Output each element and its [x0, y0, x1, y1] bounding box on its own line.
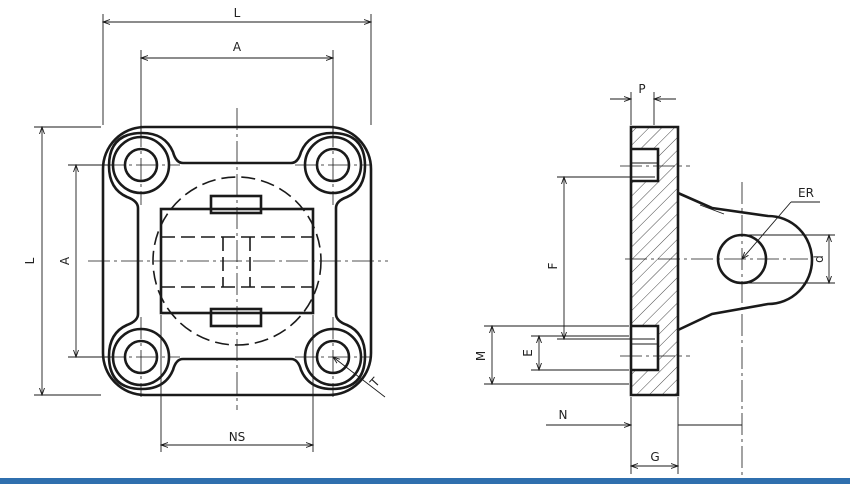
hidden-lines-boss [161, 236, 313, 288]
label-NS: NS [229, 430, 246, 444]
upper-slot [209, 194, 263, 215]
dim-L-top [103, 14, 371, 125]
dim-d [744, 235, 835, 283]
dim-F [557, 177, 655, 339]
dim-NS [161, 315, 313, 452]
label-A-left: A [58, 256, 72, 265]
label-L-left: L [23, 257, 37, 264]
front-view: L A L A T NS [23, 6, 388, 452]
label-d: d [812, 255, 826, 263]
dim-T-leader [333, 357, 386, 398]
label-ER: ER [798, 186, 814, 200]
dim-M [484, 326, 629, 384]
label-A-top: A [233, 40, 242, 54]
lower-slot [209, 307, 263, 328]
bottom-accent-bar [0, 478, 850, 484]
dim-ER [742, 201, 820, 259]
side-plate-outline [629, 125, 680, 397]
dim-L-left [34, 127, 101, 395]
dim-P [610, 92, 676, 125]
dim-N [546, 397, 742, 474]
label-F: F [546, 262, 560, 269]
label-T: T [367, 374, 383, 390]
dim-E [531, 336, 629, 370]
label-N: N [559, 408, 568, 422]
label-G: G [650, 450, 659, 464]
label-M: M [474, 351, 488, 361]
label-P: P [638, 82, 645, 96]
flange-inner-outline [107, 131, 367, 391]
label-E: E [521, 349, 535, 357]
label-L-top: L [234, 6, 241, 20]
side-view: P ER d F M [474, 82, 835, 478]
dim-A-top [141, 50, 333, 138]
pivot-lug [677, 191, 814, 332]
dim-A-left [68, 165, 112, 357]
